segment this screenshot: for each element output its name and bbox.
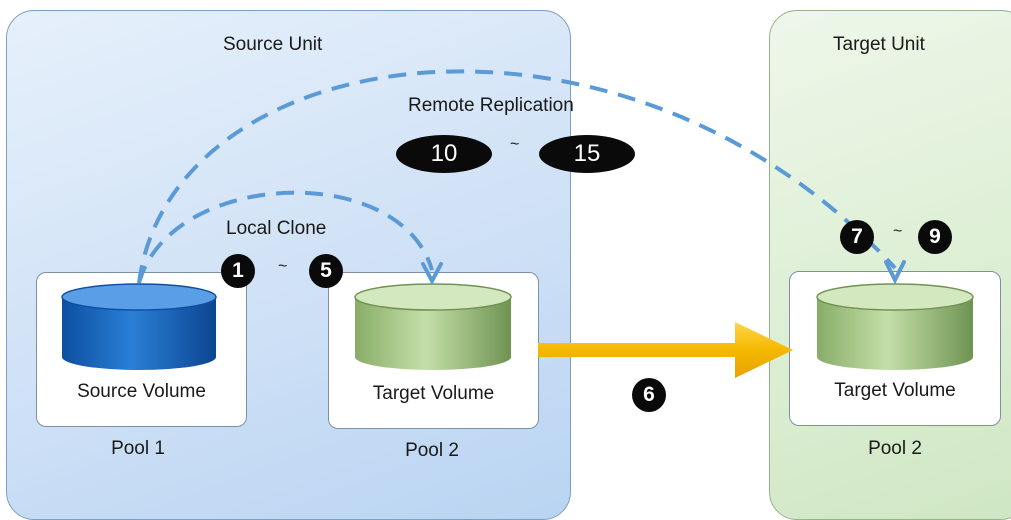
source-volume-cylinder: [61, 283, 217, 370]
remote-replication-arrow: [137, 69, 906, 285]
remote-replication-end-badge: 15: [539, 135, 635, 173]
source-volume-pool: Pool 1: [111, 438, 165, 459]
remote-target-start-badge: 7: [840, 220, 874, 254]
remote-target-volume-pool: Pool 2: [868, 438, 922, 459]
source-volume-label: Source Volume: [77, 381, 206, 402]
transfer-step-badge: 6: [632, 378, 666, 412]
target-volume-pool: Pool 2: [405, 440, 459, 461]
source-unit-title: Source Unit: [223, 34, 323, 55]
transfer-arrow: [538, 322, 793, 378]
remote-replication-start-badge: 10: [396, 135, 492, 173]
local-clone-separator: ~: [278, 258, 288, 275]
remote-replication-label: Remote Replication: [408, 95, 574, 116]
local-clone-arrow: [137, 190, 443, 286]
remote-target-volume-cylinder: [816, 283, 974, 370]
local-clone-start-badge: 1: [221, 254, 255, 288]
target-volume-label: Target Volume: [372, 383, 495, 404]
target-unit-title: Target Unit: [833, 34, 925, 55]
remote-replication-separator: ~: [510, 136, 520, 153]
local-clone-end-badge: 5: [309, 254, 343, 288]
remote-target-separator: ~: [893, 223, 903, 240]
target-volume-cylinder: [354, 283, 512, 370]
remote-target-volume-label: Target Volume: [834, 380, 956, 401]
remote-target-end-badge: 9: [918, 220, 952, 254]
local-clone-label: Local Clone: [226, 218, 327, 239]
source-unit-panel: [6, 10, 571, 520]
